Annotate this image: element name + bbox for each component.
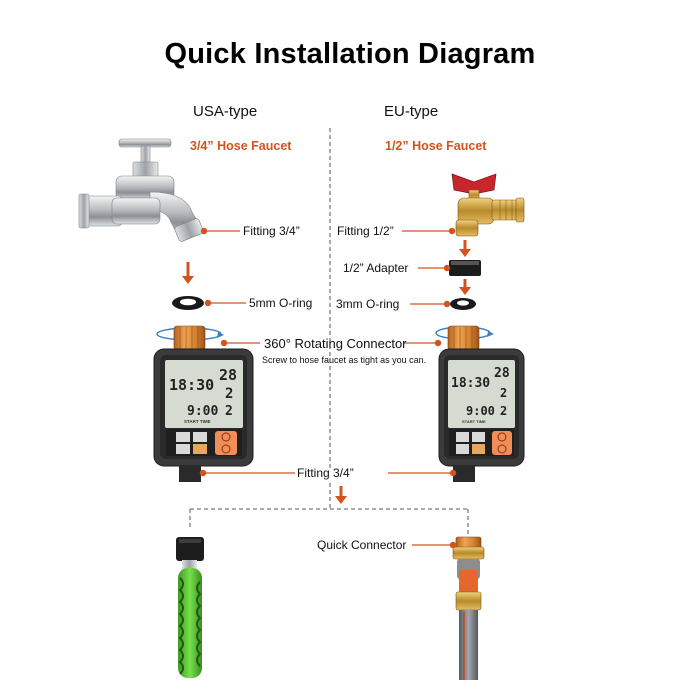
usa-lcd-clock: 18:30 <box>169 376 215 394</box>
usa-lcd-start-label: START TIME <box>184 419 211 424</box>
page-title: Quick Installation Diagram <box>164 38 536 70</box>
quick-connector-hose <box>452 536 485 680</box>
usa-lcd-duration: 2 <box>225 404 233 419</box>
eu-o-ring <box>450 298 476 310</box>
eu-lcd-clock: 18:30 <box>451 376 491 391</box>
eu-faucet-label: 1/2” Hose Faucet <box>385 139 487 153</box>
usa-lcd-start-time: 9:00 <box>187 404 219 419</box>
usa-o-ring-label: 5mm O-ring <box>249 296 313 310</box>
eu-lcd-interval: 2 <box>500 386 508 400</box>
bottom-fitting-label: Fitting 3/4” <box>297 466 354 480</box>
usa-arrow-1 <box>182 262 194 284</box>
eu-arrow-2 <box>459 279 471 295</box>
usa-lcd-days: 28 <box>219 366 238 384</box>
rotating-connector-label: 360° Rotating Connector <box>264 336 407 351</box>
usa-o-ring <box>172 296 204 310</box>
usa-lcd-interval: 2 <box>225 386 234 402</box>
connector-note: Screw to hose faucet as tight as you can… <box>262 355 427 365</box>
eu-lcd-start-time: 9:00 <box>466 404 495 418</box>
quick-connector-label: Quick Connector <box>317 538 407 552</box>
eu-faucet <box>451 173 525 237</box>
eu-adapter-label: 1/2” Adapter <box>343 261 409 275</box>
eu-lcd-start-label: START TIME <box>462 419 486 424</box>
green-garden-hose <box>176 537 204 678</box>
usa-faucet <box>78 138 204 242</box>
eu-water-timer <box>435 325 525 482</box>
eu-o-ring-label: 3mm O-ring <box>336 297 400 311</box>
bottom-arrow <box>335 486 347 504</box>
usa-type-label: USA-type <box>193 103 258 120</box>
usa-fitting-label: Fitting 3/4” <box>243 224 300 238</box>
eu-lcd-duration: 2 <box>500 404 508 418</box>
eu-fitting-label: Fitting 1/2” <box>337 224 394 238</box>
usa-faucet-label: 3/4” Hose Faucet <box>190 139 292 153</box>
eu-type-label: EU-type <box>384 103 439 120</box>
eu-adapter <box>449 260 481 276</box>
eu-arrow-1 <box>459 240 471 257</box>
usa-water-timer <box>153 325 254 482</box>
eu-lcd-days: 28 <box>494 366 510 381</box>
